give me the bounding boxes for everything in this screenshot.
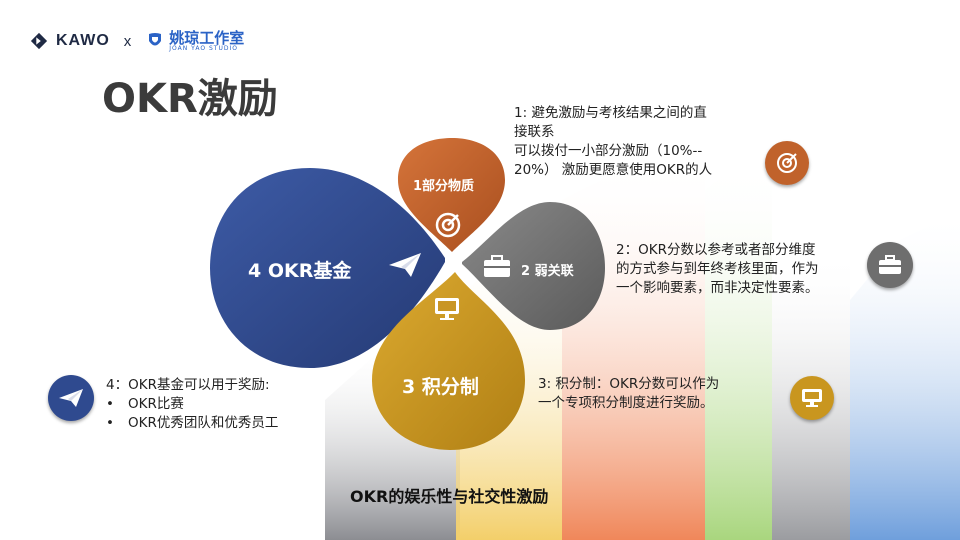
note-3: 3: 积分制：OKR分数可以作为 一个专项积分制度进行奖励。 — [538, 375, 788, 413]
note-2-line: 一个影响要素，而非决定性要素。 — [616, 280, 819, 296]
note-4-list: OKR比赛 OKR优秀团队和优秀员工 — [106, 395, 326, 433]
note-1-badge — [765, 141, 809, 185]
studio-name-en: JOAN YAO STUDIO — [169, 44, 238, 52]
brand-studio: 姚琼工作室 JOAN YAO STUDIO — [145, 28, 245, 52]
paper-plane-icon — [389, 253, 421, 277]
target-icon — [777, 153, 797, 173]
note-3-badge — [790, 376, 834, 420]
note-2-line: 2：OKR分数以参考或者部分维度 — [616, 242, 816, 258]
note-4: 4：OKR基金可以用于奖励: OKR比赛 OKR优秀团队和优秀员工 — [106, 376, 326, 433]
note-1-line: 接联系 — [514, 124, 555, 140]
bottom-caption: OKR的娱乐性与社交性激励 — [350, 487, 549, 506]
note-1-line: 20%） 激励更愿意使用OKR的人 — [514, 162, 713, 178]
petal-label-okr-fund: 4 OKR基金 — [248, 260, 352, 282]
note-1-line: 1: 避免激励与考核结果之间的直 — [514, 105, 707, 121]
note-4-badge — [48, 375, 94, 421]
brand-separator: x — [123, 32, 132, 50]
paper-plane-icon — [59, 389, 83, 407]
note-3-line: 一个专项积分制度进行奖励。 — [538, 395, 714, 411]
note-3-line: 3: 积分制：OKR分数可以作为 — [538, 376, 720, 392]
studio-logo-icon — [149, 33, 162, 46]
petal-weak-link — [462, 202, 605, 330]
petal-partial-material — [398, 138, 505, 252]
petal-label-weak-link: 2 弱关联 — [521, 264, 574, 279]
petal-label-points: 3 积分制 — [402, 376, 479, 398]
brand-kawo: KAWO — [56, 32, 110, 49]
note-2-badge — [867, 242, 913, 288]
note-1-line: 可以拨付一小部分激励（10%-- — [514, 143, 703, 159]
note-4-title: 4：OKR基金可以用于奖励: — [106, 377, 270, 393]
kawo-logo-icon — [30, 32, 48, 50]
note-2: 2：OKR分数以参考或者部分维度 的方式参与到年终考核里面，作为 一个影响要素，… — [616, 241, 861, 298]
petal-okr-fund — [210, 168, 445, 368]
list-item: OKR比赛 — [106, 395, 326, 414]
note-2-line: 的方式参与到年终考核里面，作为 — [616, 261, 819, 277]
bar-green — [705, 160, 772, 540]
note-1: 1: 避免激励与考核结果之间的直 接联系 可以拨付一小部分激励（10%-- 20… — [514, 104, 804, 180]
header-logos: KAWO x 姚琼工作室 JOAN YAO STUDIO — [30, 30, 244, 52]
briefcase-icon — [484, 255, 510, 277]
monitor-icon — [802, 389, 822, 407]
studio-name-cn: 姚琼工作室 — [169, 28, 245, 47]
briefcase-icon — [879, 255, 901, 274]
target-icon — [435, 212, 461, 238]
petal-diagram — [210, 138, 605, 450]
monitor-icon — [435, 298, 459, 320]
bar-blue — [850, 210, 960, 540]
page-title: OKR激励 — [102, 76, 278, 122]
petal-label-partial-material: 1部分物质 — [413, 179, 475, 194]
petal-points — [372, 272, 525, 450]
list-item: OKR优秀团队和优秀员工 — [106, 414, 326, 433]
